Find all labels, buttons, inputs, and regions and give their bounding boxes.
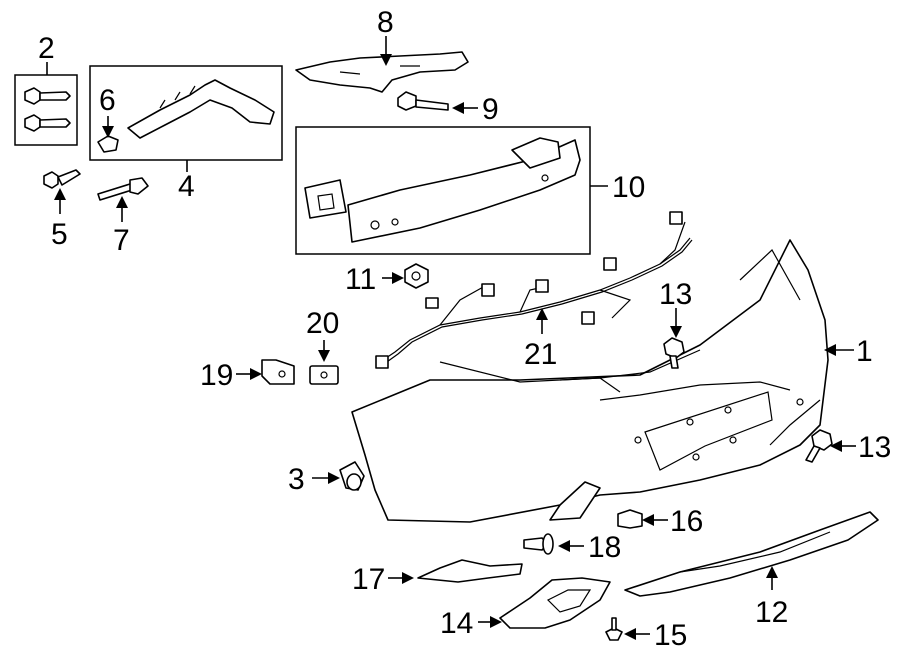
callout-2: 2	[38, 32, 55, 65]
part-4-bracket	[127, 79, 275, 139]
part-10-box	[295, 126, 591, 255]
callout-12: 12	[755, 596, 788, 629]
part-11-nut	[404, 263, 429, 289]
callout-5: 5	[51, 218, 68, 251]
callout-11: 11	[345, 263, 376, 296]
callout-7: 7	[113, 224, 130, 257]
part-13-bolt-upper	[663, 337, 685, 369]
callout-17: 17	[352, 563, 385, 596]
part-3-sensor	[339, 461, 365, 491]
callout-20: 20	[306, 307, 339, 340]
part-7-bolt	[97, 177, 149, 201]
callout-4: 4	[178, 170, 195, 203]
part-16-block	[617, 509, 643, 529]
part-10-reinforcement	[304, 137, 581, 243]
part-4-box	[89, 65, 283, 161]
part-6-clip	[97, 135, 119, 153]
part-18-pin	[523, 533, 554, 555]
callout-13-upper: 13	[659, 278, 692, 311]
part-14-bezel	[499, 577, 611, 629]
callout-6: 6	[99, 84, 116, 117]
callout-3: 3	[288, 463, 305, 496]
part-20-pad	[309, 365, 339, 385]
part-17-deflector	[417, 559, 523, 583]
part-15-screw	[605, 617, 623, 641]
part-21-harness	[375, 211, 693, 369]
callout-9: 9	[482, 93, 499, 126]
part-9-bolt	[397, 91, 449, 111]
callout-8: 8	[377, 6, 394, 39]
part-5-bolt	[43, 169, 81, 189]
callout-14: 14	[440, 607, 473, 640]
callout-labels: 1 2 3 4 5 6 7 8 9 10 11 12 13 13 14 15 1…	[38, 6, 891, 652]
callout-10: 10	[612, 171, 645, 204]
part-19-pad	[261, 359, 295, 385]
callout-18: 18	[588, 531, 621, 564]
callout-13-lower: 13	[858, 431, 891, 464]
leader-lines	[46, 36, 856, 640]
part-2-box	[14, 74, 78, 146]
part-12-valance	[624, 511, 879, 597]
callout-19: 19	[200, 359, 233, 392]
part-2-bolts	[24, 87, 71, 132]
part-8-bracket	[295, 51, 469, 93]
callout-15: 15	[654, 619, 687, 652]
part-13-bolt-lower	[805, 429, 833, 463]
callout-21: 21	[524, 338, 557, 371]
callout-16: 16	[670, 505, 703, 538]
callout-1: 1	[856, 335, 873, 368]
